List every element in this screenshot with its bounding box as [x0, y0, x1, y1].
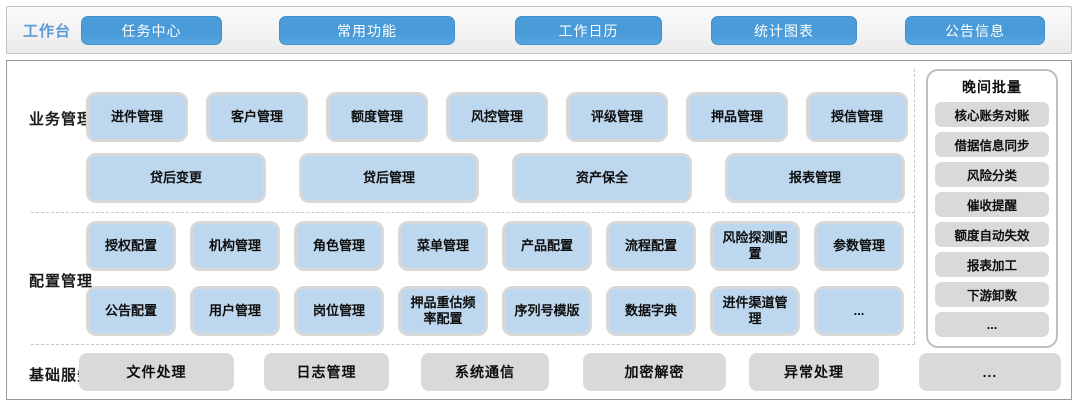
business-module-box: 风控管理	[446, 92, 548, 142]
workbench-label: 工作台	[23, 22, 72, 40]
night-batch-item: 催收提醒	[935, 192, 1049, 217]
base-service-box: 加密解密	[583, 353, 726, 391]
top-button-common-functions: 常用功能	[279, 16, 455, 45]
dashed-divider-business-config	[31, 212, 915, 213]
module-panel: 业务管理 配置管理 基础服务 进件管理 客户管理 额度管理 风控管理 评级管理 …	[6, 60, 1072, 400]
section-label-business-management: 业务管理	[28, 111, 93, 128]
config-module-box: 角色管理	[294, 221, 384, 271]
config-module-box: 押品重估频率配置	[398, 286, 488, 336]
config-module-box: 进件渠道管理	[710, 286, 800, 336]
top-button-announcement-info: 公告信息	[905, 16, 1045, 45]
config-module-box: 风险探测配置	[710, 221, 800, 271]
business-module-box: 押品管理	[686, 92, 788, 142]
config-module-box: 序列号模版	[502, 286, 592, 336]
business-module-box: 评级管理	[566, 92, 668, 142]
business-module-box: 报表管理	[725, 153, 905, 203]
dashed-divider-vertical	[914, 69, 915, 344]
base-service-box: ...	[919, 353, 1061, 391]
business-module-box: 贷后变更	[86, 153, 266, 203]
night-batch-title: 晚间批量	[962, 79, 1022, 95]
top-button-work-calendar: 工作日历	[515, 16, 662, 45]
config-module-box: 数据字典	[606, 286, 696, 336]
workbench-bar: 工作台 任务中心 常用功能 工作日历 统计图表 公告信息	[6, 6, 1072, 54]
config-module-box: 参数管理	[814, 221, 904, 271]
config-module-box: 机构管理	[190, 221, 280, 271]
base-service-box: 异常处理	[749, 353, 879, 391]
top-button-statistics-charts: 统计图表	[711, 16, 857, 45]
dashed-divider-config-base	[31, 344, 915, 345]
config-module-box: 岗位管理	[294, 286, 384, 336]
section-label-base-services: 基础服务	[28, 367, 93, 384]
business-module-box: 授信管理	[806, 92, 908, 142]
night-batch-item: 核心账务对账	[935, 102, 1049, 127]
night-batch-item: 额度自动失效	[935, 222, 1049, 247]
business-module-box: 额度管理	[326, 92, 428, 142]
config-module-box: 菜单管理	[398, 221, 488, 271]
config-module-box: 用户管理	[190, 286, 280, 336]
config-module-box: 流程配置	[606, 221, 696, 271]
business-module-box: 贷后管理	[299, 153, 479, 203]
config-module-box: 公告配置	[86, 286, 176, 336]
business-module-box: 进件管理	[86, 92, 188, 142]
base-service-box: 系统通信	[421, 353, 549, 391]
night-batch-panel: 晚间批量 核心账务对账 借据信息同步 风险分类 催收提醒 额度自动失效 报表加工…	[926, 69, 1058, 348]
business-module-box: 资产保全	[512, 153, 692, 203]
base-service-box: 文件处理	[79, 353, 234, 391]
section-label-config-management: 配置管理	[28, 273, 93, 290]
night-batch-item: 风险分类	[935, 162, 1049, 187]
night-batch-item: 借据信息同步	[935, 132, 1049, 157]
night-batch-item: 下游卸数	[935, 282, 1049, 307]
config-module-box: 授权配置	[86, 221, 176, 271]
business-module-box: 客户管理	[206, 92, 308, 142]
config-module-box: 产品配置	[502, 221, 592, 271]
night-batch-item: ...	[935, 312, 1049, 337]
night-batch-item: 报表加工	[935, 252, 1049, 277]
top-button-task-center: 任务中心	[81, 16, 222, 45]
base-service-box: 日志管理	[264, 353, 389, 391]
config-module-box: ...	[814, 286, 904, 336]
